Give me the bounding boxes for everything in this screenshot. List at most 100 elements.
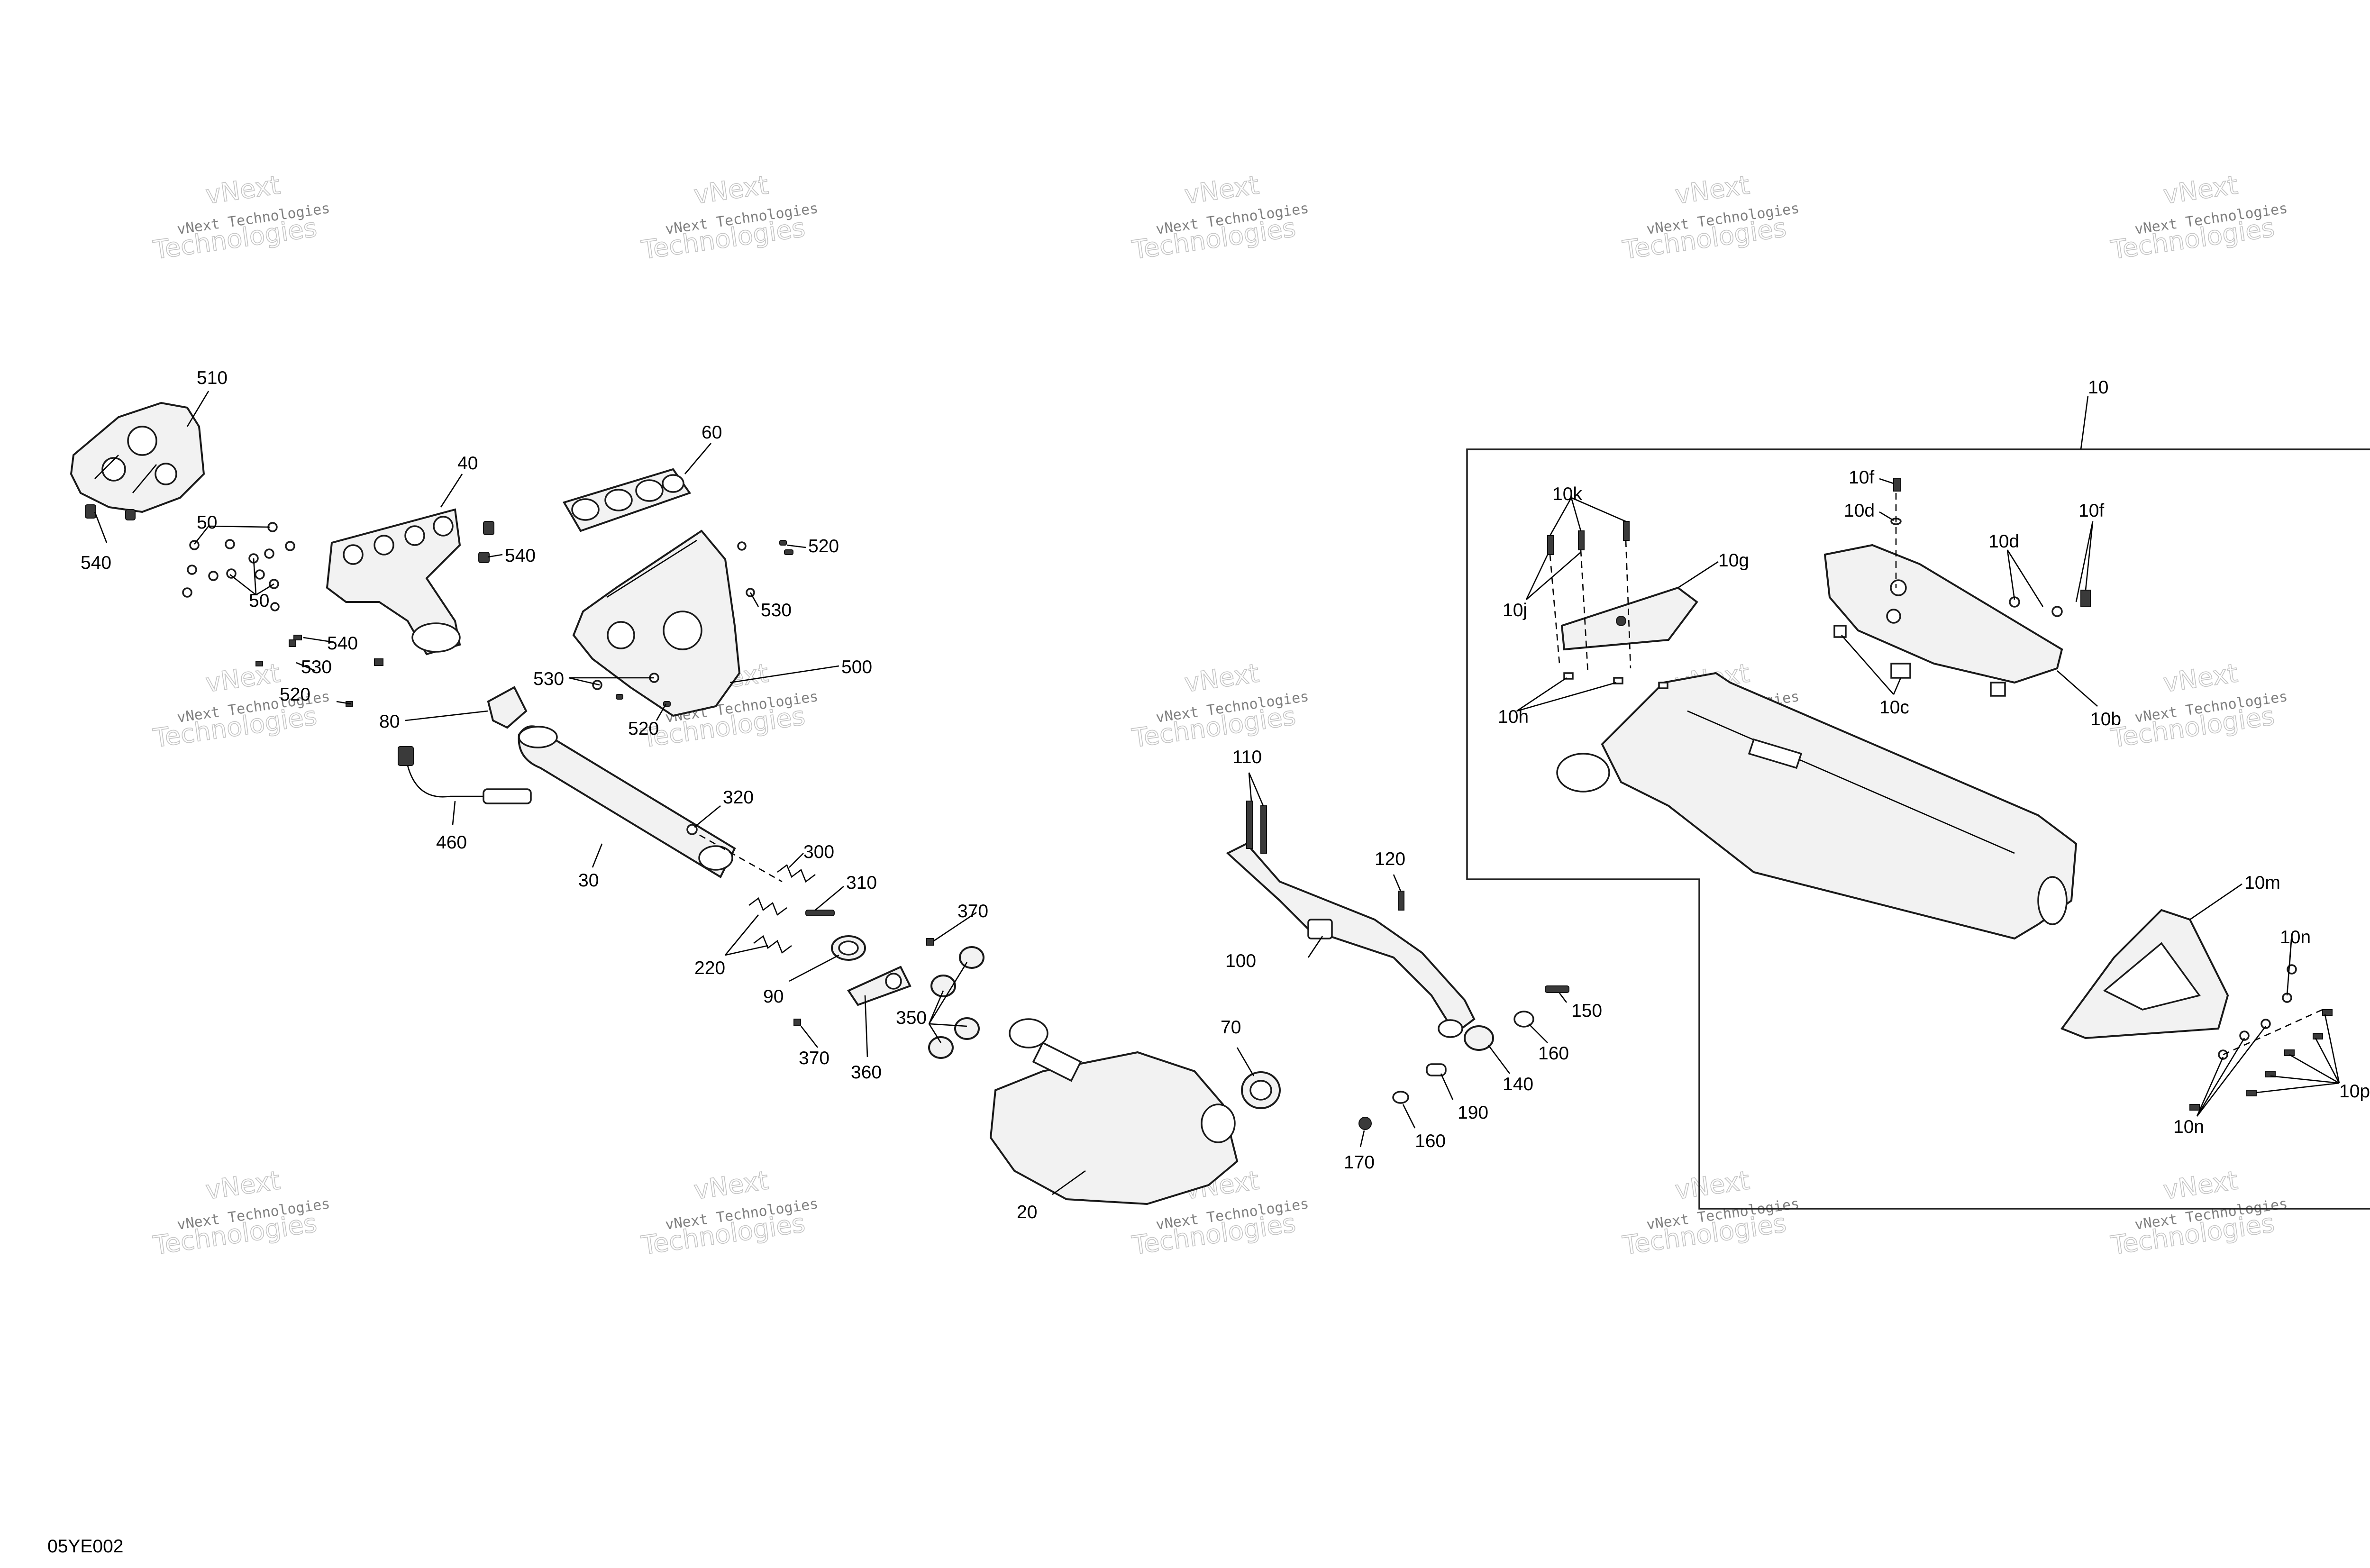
callout-530: 530 [761,600,792,620]
callout-10: 10 [2088,377,2108,398]
hardware-140-190 [1358,985,1569,1130]
callout-530: 530 [301,657,332,677]
svg-text:vNext: vNext [692,1165,770,1205]
top-cover-10b [1823,544,2063,684]
callout-370: 370 [957,901,988,921]
callout-10n: 10n [2280,927,2311,948]
exhaust-manifold-40 [326,508,461,656]
callout-10h: 10h [1498,707,1529,727]
heat-guard-10g [1560,586,1698,651]
callout-190: 190 [1458,1103,1488,1123]
muffler-body-10 [1556,672,2078,940]
heat-shield-500 [572,529,741,717]
watermark: vNext Technologies vNext Technologies [639,1165,819,1261]
callout-20: 20 [1017,1202,1037,1222]
callout-10m: 10m [2244,873,2280,893]
washers-50 [182,522,295,598]
svg-text:vNext: vNext [1183,658,1261,698]
fastener-540 [85,504,136,520]
callout-labels: 510 540 50 50 40 540 60 520 530 540 530 … [81,368,2370,1222]
callout-460: 460 [436,832,467,853]
callout-100: 100 [1225,951,1256,971]
callout-10c: 10c [1879,697,1909,718]
callout-10d: 10d [1844,501,1875,521]
watermark: vNext Technologies vNext Technologies [2108,658,2288,754]
callout-50: 50 [197,512,217,533]
watermark: vNext Technologies vNext Technologies [1130,170,1310,266]
exhaust-pipe-30 [518,725,736,878]
callout-10n: 10n [2173,1117,2204,1137]
callout-500: 500 [841,657,872,677]
callout-10b: 10b [2090,709,2121,729]
muffler-20 [989,1018,1239,1205]
callout-90: 90 [763,986,784,1007]
callout-150: 150 [1571,1001,1602,1021]
callout-310: 310 [846,873,877,893]
svg-text:vNext: vNext [204,658,282,698]
svg-text:vNext: vNext [2161,170,2240,210]
callout-320: 320 [723,787,754,808]
callout-10f: 10f [1849,467,1874,488]
diagram-code: 05YE002 [47,1536,123,1557]
svg-text:vNext: vNext [1183,170,1261,210]
svg-text:vNext: vNext [204,170,282,210]
clamp-80 [487,686,528,729]
callout-140: 140 [1503,1074,1533,1094]
callout-520: 520 [280,684,310,705]
screws-10k [1547,521,1632,674]
callout-530: 530 [533,669,564,689]
watermark: vNext Technologies vNext Technologies [2108,170,2288,266]
callout-220: 220 [694,958,725,978]
gasket-ring-90 [831,935,866,961]
callout-80: 80 [379,711,400,732]
fasteners-10n-10p [2189,964,2333,1111]
grommets-350 [928,946,984,1059]
watermark: vNext Technologies vNext Technologies [639,170,819,266]
callout-10d: 10d [1988,531,2019,552]
watermark: vNext Technologies vNext Technologies [1620,1165,1800,1261]
callout-10k: 10k [1552,484,1582,504]
callout-60: 60 [702,422,722,443]
svg-text:vNext: vNext [2161,1165,2240,1205]
callout-370: 370 [799,1048,830,1068]
callout-10j: 10j [1503,600,1527,620]
callout-510: 510 [197,368,228,388]
muffler-assembly-frame [1466,448,2370,1210]
callout-10g: 10g [1718,550,1749,571]
leader-lines [94,391,2340,1195]
watermark: vNext Technologies vNext Technologies [151,1165,331,1261]
watermark: vNext Technologies vNext Technologies [1620,170,1800,266]
oxygen-sensor-460 [398,746,532,804]
bolts-110-120 [1246,801,1404,911]
callout-170: 170 [1344,1152,1375,1173]
clamp-70 [1241,1071,1281,1109]
callout-110: 110 [1232,747,1262,767]
svg-text:vNext: vNext [1673,170,1751,210]
nuts-370 [793,938,934,1026]
bracket-360 [847,966,912,1006]
svg-text:vNext: vNext [692,170,770,210]
heat-shield-510 [70,401,205,513]
callout-540: 540 [81,553,111,573]
gasket-60 [562,468,692,532]
fastener-540b [478,521,494,563]
callout-30: 30 [578,870,599,891]
callout-40: 40 [457,453,478,474]
callout-160: 160 [1415,1131,1446,1151]
watermark: vNext Technologies vNext Technologies [1130,658,1310,754]
callout-300: 300 [803,842,834,862]
callout-70: 70 [1221,1017,1241,1038]
callout-360: 360 [851,1062,882,1083]
callout-520: 520 [808,536,839,556]
svg-text:vNext: vNext [204,1165,282,1205]
watermark: vNext Technologies vNext Technologies [2108,1165,2288,1261]
callout-540: 540 [327,633,358,654]
hardware-10c-10d-10f [1833,478,2091,697]
end-cap-10m [2060,909,2229,1039]
springs-300-220 [689,829,816,954]
svg-text:vNext: vNext [1673,1165,1751,1205]
callout-120: 120 [1375,849,1405,869]
callout-10f: 10f [2078,501,2104,521]
callout-350: 350 [896,1008,927,1028]
